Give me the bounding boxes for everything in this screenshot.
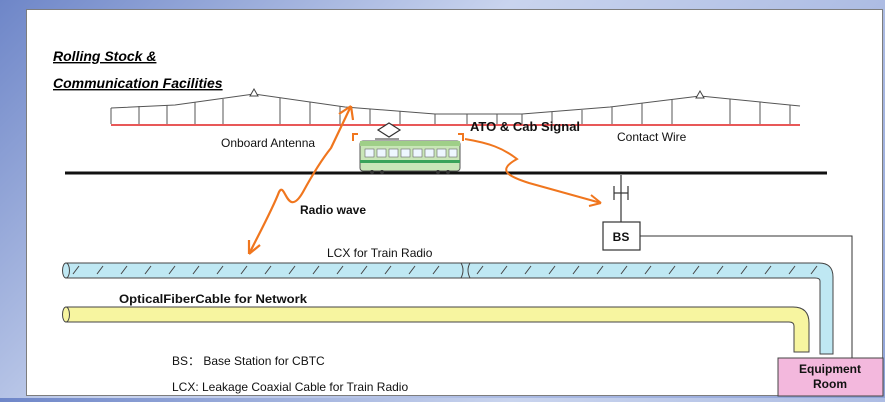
equipment-room-box [777,357,884,397]
droppers [110,98,791,124]
base-station-antenna [613,175,629,222]
equipment-room-label-line1: Equipment [799,362,861,376]
support-marker-right [695,89,705,99]
contact-wire-label: Contact Wire [617,130,687,144]
equipment-room-label-line2: Room [813,377,847,391]
legend-lcx-definition: LCX: Leakage Coaxial Cable for Train Rad… [172,380,408,394]
support-marker-left [249,87,259,97]
radio-wave-label: Radio wave [300,203,366,217]
bs-box-label: BS [613,230,630,244]
legend-bs-definition: BS： Base Station for CBTC [172,354,325,368]
radio-waves [247,105,602,255]
radio-wave-lcx-antenna [248,105,352,255]
radio-wave-train-signal [464,138,602,204]
lcx-slots [72,265,818,275]
optical-fiber-label: OpticalFiberCable for Network [119,292,307,306]
title-line1: Rolling Stock & [53,48,156,64]
lcx-label: LCX for Train Radio [327,246,433,260]
lcx-cable [62,262,834,355]
title-line2: Communication Facilities [53,75,223,91]
diagram-canvas: Rolling Stock & Communication Facilities [53,48,884,397]
train [352,122,464,174]
pantograph-icon [376,122,402,138]
optical-fiber-cable [62,306,810,353]
onboard-antenna-label: Onboard Antenna [221,136,315,150]
bs-box [602,221,641,251]
bs-feeder-line [640,235,853,366]
catenary [110,87,801,126]
diagram-frame: Rolling Stock & Communication Facilities [26,9,884,397]
ato-cab-signal-label: ATO & Cab Signal [470,119,580,134]
